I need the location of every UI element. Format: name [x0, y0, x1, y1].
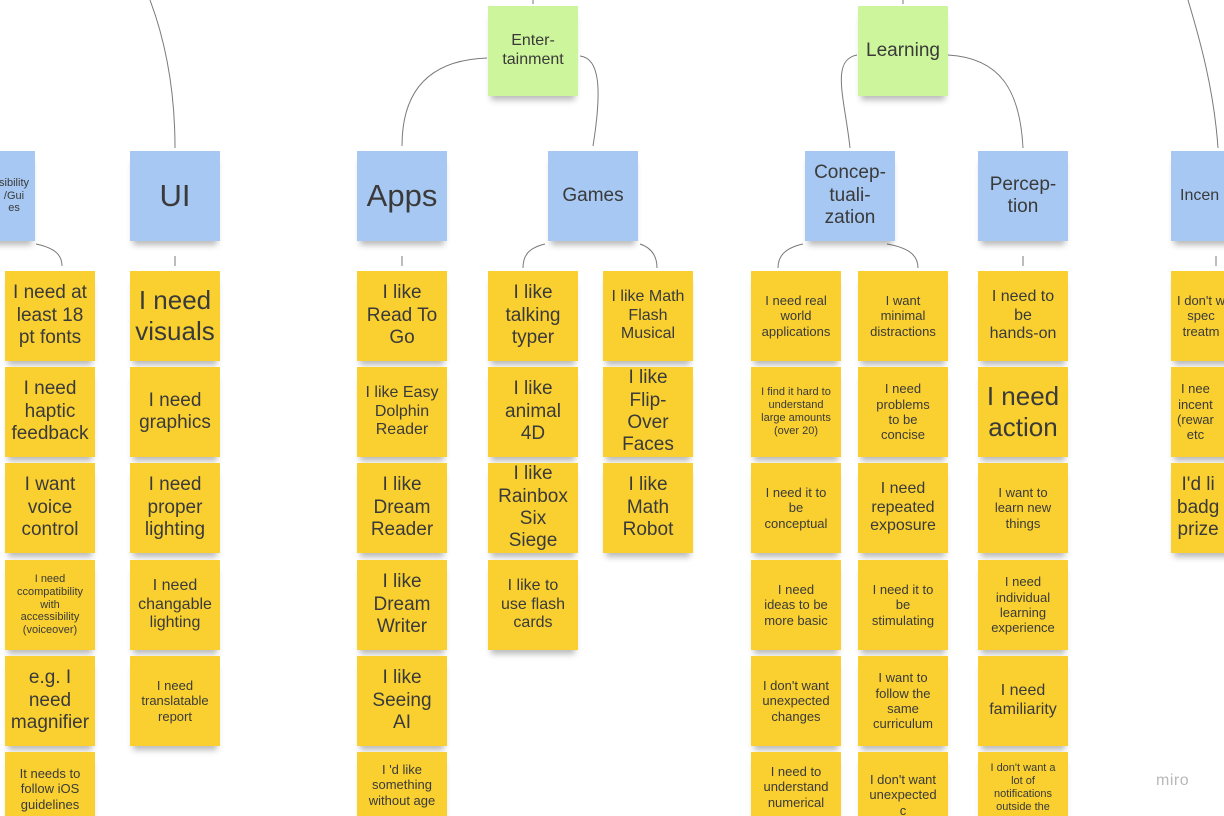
sticky-note[interactable]: I want to learn new things	[978, 463, 1068, 553]
sticky-note[interactable]: I don't want unexpected changes	[751, 656, 841, 746]
sticky-note[interactable]: e.g. I need magnifier	[5, 656, 95, 746]
sticky-note[interactable]: I need graphics	[130, 367, 220, 457]
sticky-note[interactable]: I don't want unexpected c	[858, 752, 948, 816]
sticky-note[interactable]: I need ccompatibility with accessibility…	[5, 560, 95, 650]
sticky-note[interactable]: I need repeated exposure	[858, 463, 948, 553]
sticky-note[interactable]: I need individual learning experience	[978, 560, 1068, 650]
sticky-note[interactable]: I don't w spec treatm	[1171, 271, 1224, 361]
sticky-note[interactable]: I need visuals	[130, 271, 220, 361]
sticky-note[interactable]: I 'd like something without age	[357, 752, 447, 816]
miro-logo: miro	[1156, 772, 1190, 789]
connector-incentives-parent	[1187, 0, 1219, 149]
group-apps[interactable]: Apps	[357, 151, 447, 241]
sticky-note[interactable]: I need at least 18 pt fonts	[5, 271, 95, 361]
connector-access-notes	[35, 243, 63, 267]
sticky-note[interactable]: I like talking typer	[488, 271, 578, 361]
sticky-note[interactable]: I need action	[978, 367, 1068, 457]
sticky-note[interactable]: I like Flip-Over Faces	[603, 367, 693, 457]
sticky-note[interactable]: I like Math Robot	[603, 463, 693, 553]
sticky-note[interactable]: I like Dream Writer	[357, 560, 447, 650]
sticky-note[interactable]: I like Easy Dolphin Reader	[357, 367, 447, 457]
connector-entertainment-apps	[401, 57, 488, 147]
sticky-note[interactable]: I want voice control	[5, 463, 95, 553]
group-ui[interactable]: UI	[130, 151, 220, 241]
connector-entertainment-games	[579, 55, 599, 147]
sticky-note[interactable]: I need changable lighting	[130, 560, 220, 650]
sticky-note[interactable]: It needs to follow iOS guidelines	[5, 752, 95, 816]
connector-games-a	[522, 243, 546, 269]
group-accessibility[interactable]: sibility /Gui es	[0, 151, 35, 241]
connector-learning-perception	[947, 54, 1024, 149]
group-games[interactable]: Games	[548, 151, 638, 241]
sticky-note[interactable]: I like Math Flash Musical	[603, 271, 693, 361]
sticky-note[interactable]: I like Seeing AI	[357, 656, 447, 746]
sticky-note[interactable]: I need familiarity	[978, 656, 1068, 746]
sticky-note[interactable]: I need to be hands-on	[978, 271, 1068, 361]
sticky-note[interactable]: I like to use flash cards	[488, 560, 578, 650]
sticky-note[interactable]: I like animal 4D	[488, 367, 578, 457]
group-perception[interactable]: Percep- tion	[978, 151, 1068, 241]
sticky-note[interactable]: I find it hard to understand large amoun…	[751, 367, 841, 457]
sticky-note[interactable]: I like Read To Go	[357, 271, 447, 361]
group-conceptualization[interactable]: Concep- tuali- zation	[805, 151, 895, 241]
sticky-note[interactable]: I'd li badg prize	[1171, 463, 1224, 553]
sticky-note[interactable]: I want to follow the same curriculum	[858, 656, 948, 746]
category-learning[interactable]: Learning	[858, 6, 948, 96]
sticky-note[interactable]: I like Rainbox Six Siege	[488, 463, 578, 553]
sticky-note[interactable]: I like Dream Reader	[357, 463, 447, 553]
sticky-note[interactable]: I need ideas to be more basic	[751, 560, 841, 650]
sticky-note[interactable]: I don't want a lot of notifications outs…	[978, 752, 1068, 816]
connector-learning-concept	[840, 54, 858, 149]
sticky-note[interactable]: I need haptic feedback	[5, 367, 95, 457]
sticky-note[interactable]: I nee incent (rewar etc	[1171, 367, 1224, 457]
sticky-note[interactable]: I need to understand numerical	[751, 752, 841, 816]
connector-concept-a	[777, 243, 804, 269]
sticky-note[interactable]: I need problems to be concise	[858, 367, 948, 457]
sticky-note[interactable]: I want minimal distractions	[858, 271, 948, 361]
connector-concept-b	[886, 243, 919, 269]
category-entertainment[interactable]: Enter- tainment	[488, 6, 578, 96]
sticky-note[interactable]: I need translatable report	[130, 656, 220, 746]
connector-games-b	[639, 243, 658, 269]
sticky-note[interactable]: I need real world applications	[751, 271, 841, 361]
sticky-note[interactable]: I need proper lighting	[130, 463, 220, 553]
group-incentives[interactable]: Incen	[1171, 151, 1224, 241]
sticky-note[interactable]: I need it to be stimulating	[858, 560, 948, 650]
sticky-note[interactable]: I need it to be conceptual	[751, 463, 841, 553]
connector-ui-parent	[149, 0, 176, 149]
